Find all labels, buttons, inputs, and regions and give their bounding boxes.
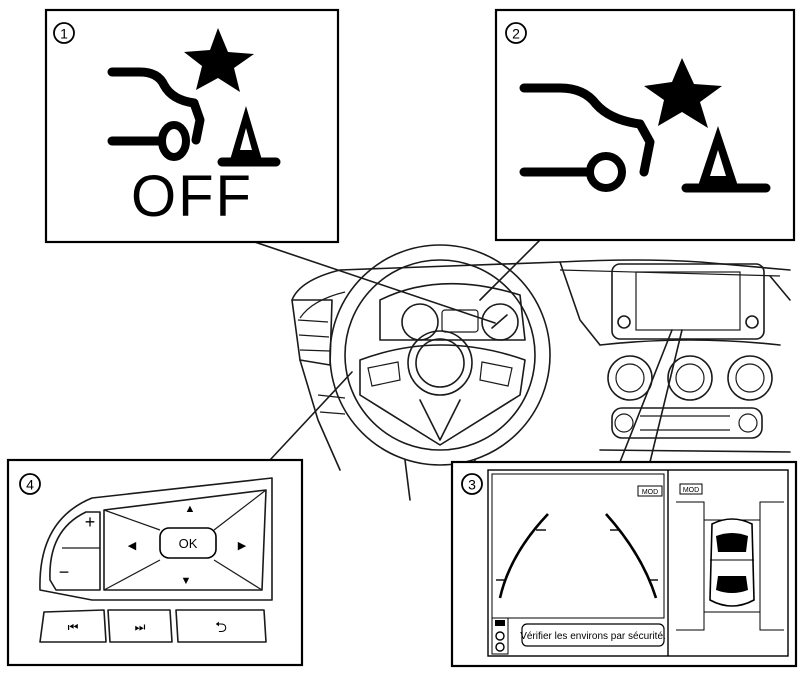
volume-up-label: + [85, 512, 96, 532]
callout-4-label: 4 [26, 477, 34, 493]
ok-button[interactable] [159, 527, 217, 559]
callout-2-label: 2 [512, 26, 520, 42]
mod-badge-right: MOD [683, 487, 699, 494]
panel-3: 3 MOD Vérifier les environs par sécurité… [450, 460, 798, 668]
mod-badge-left: MOD [642, 489, 658, 496]
panel-2: 2 [494, 8, 796, 242]
up-arrow-icon[interactable]: ▲ [185, 503, 196, 515]
next-track-icon: ⏭ [135, 620, 146, 634]
left-guide-line [498, 513, 549, 599]
dashboard-illustration [291, 244, 791, 501]
volume-rocker[interactable] [49, 511, 101, 591]
off-label: OFF [131, 164, 253, 229]
volume-down-label: − [59, 562, 70, 582]
panel-4: 4 + − ▲ ▼ ◀ ▶ OK ⏮ ⏭ ⮌ [6, 458, 304, 667]
ok-button-label: OK [179, 536, 198, 551]
callout-3-label: 3 [468, 477, 476, 493]
right-guide-line [605, 513, 658, 599]
message-bar: Vérifier les environs par sécurité. [491, 617, 666, 655]
around-view-monitor: MOD [676, 483, 784, 631]
sensor-icon [495, 620, 505, 626]
callout-4-circle [19, 473, 41, 495]
back-icon: ⮌ [215, 619, 227, 636]
prev-track-icon: ⏮ [68, 620, 79, 634]
right-arrow-icon[interactable]: ▶ [238, 540, 247, 552]
next-track-button[interactable] [107, 609, 173, 643]
safety-message: Vérifier les environs par sécurité. [520, 631, 666, 642]
callout-1-circle [53, 22, 75, 44]
emergency-braking-off-icon [107, 28, 281, 167]
callout-1-label: 1 [60, 26, 68, 42]
leader-lines [224, 231, 683, 463]
callout-3-circle [461, 473, 483, 495]
rear-camera-view: MOD [491, 473, 665, 619]
back-button[interactable] [175, 609, 267, 643]
callout-2-circle [505, 22, 527, 44]
prev-track-button[interactable] [39, 609, 107, 643]
emergency-braking-warning-icon [519, 58, 771, 193]
down-arrow-icon[interactable]: ▼ [181, 575, 192, 587]
panel-1: 1 OFF [44, 8, 340, 244]
left-arrow-icon[interactable]: ◀ [128, 540, 137, 552]
